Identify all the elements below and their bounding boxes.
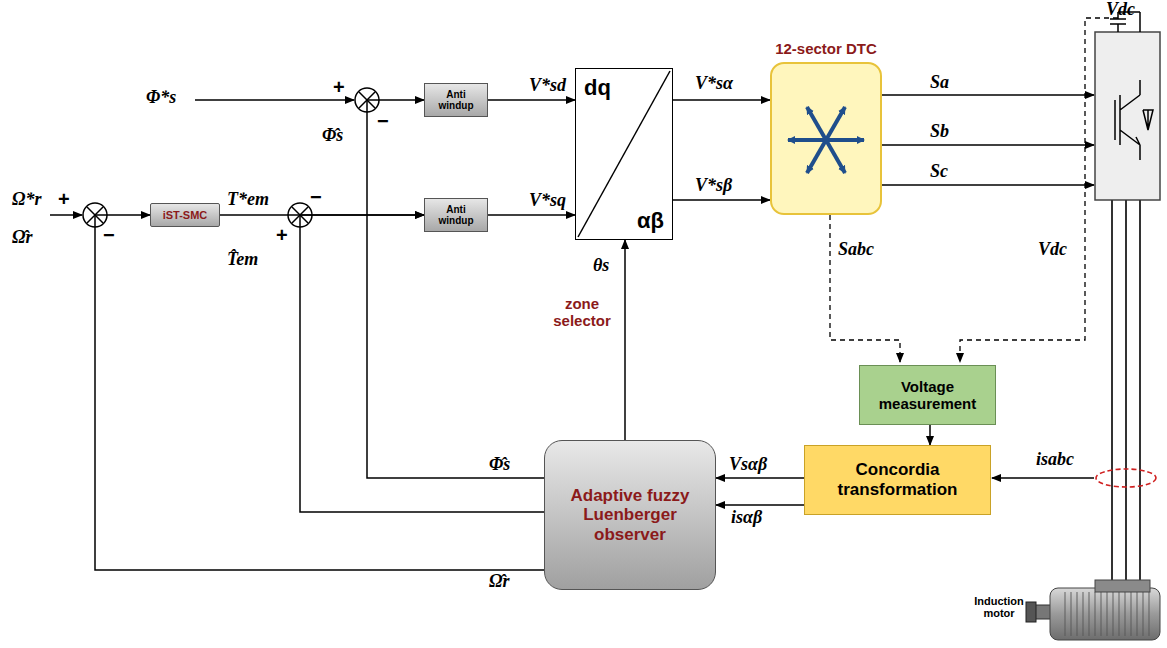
- signal-label: Sa: [930, 73, 949, 93]
- signal-label: T*em: [226, 190, 270, 210]
- signal-label: Induction motor: [970, 595, 1028, 619]
- signal-label: Φ̂s: [488, 455, 511, 475]
- measurement-box: Voltage measurement: [859, 365, 996, 425]
- node-text: Adaptive fuzzy Luenberger observer: [550, 486, 710, 545]
- vector-arrow: [807, 140, 826, 173]
- signal-label: V*sα: [694, 74, 734, 94]
- current-sensor: [1096, 469, 1156, 487]
- sign-label: −: [103, 224, 115, 246]
- note-label: zone selector: [546, 296, 618, 329]
- signal-connector: [716, 504, 804, 506]
- dtc-box: 12-sector DTC: [770, 62, 882, 215]
- vector-arrow: [826, 138, 864, 142]
- vector-arrow: [807, 107, 826, 140]
- signal-connector: [716, 477, 804, 479]
- induction-motor-drawing: [1026, 580, 1160, 640]
- sign-label: +: [276, 224, 288, 246]
- signal-label: θs: [592, 256, 610, 276]
- anti-windup-box: Anti windup: [424, 198, 488, 232]
- signal-connector: [624, 240, 626, 440]
- anti-windup-box: Anti windup: [424, 83, 488, 117]
- signal-connector: [367, 100, 544, 478]
- signal-connector: [488, 214, 575, 216]
- signal-label: Vdc: [1106, 0, 1135, 20]
- signal-label: Ω̂r: [488, 572, 510, 592]
- node-text: dq: [584, 75, 611, 100]
- vector-arrow: [826, 107, 845, 140]
- node-text: iST-SMC: [163, 209, 208, 222]
- reference-inputs: [50, 100, 354, 215]
- signal-label: Sc: [930, 162, 948, 182]
- inverter-symbol: [1095, 12, 1160, 200]
- vector-star-symbol: [788, 107, 864, 173]
- node-text: Voltage measurement: [865, 378, 990, 413]
- signal-label: Φ̂s: [322, 126, 343, 146]
- sign-label: +: [333, 76, 345, 98]
- node-text: Concordia transformation: [810, 460, 985, 499]
- transform-box: Concordia transformation: [804, 445, 991, 515]
- vector-arrow: [788, 138, 826, 142]
- signal-connector: [488, 99, 575, 101]
- signal-connector: [929, 425, 931, 445]
- current-feedback: [992, 477, 1094, 479]
- signal-label: isαβ: [730, 508, 763, 528]
- signal-connector: [673, 99, 770, 101]
- node-text: 12-sector DTC: [775, 40, 877, 57]
- signal-label: Ω̂r: [12, 228, 32, 248]
- summing-junctions: [83, 88, 379, 227]
- transform-box: dq αβ: [575, 68, 673, 240]
- signal-label: isabc: [1036, 450, 1074, 470]
- sign-label: −: [377, 110, 389, 132]
- signal-connector: [95, 215, 544, 570]
- node-text: αβ: [637, 208, 664, 233]
- vector-arrow: [826, 140, 845, 173]
- sign-label: +: [58, 188, 70, 210]
- signal-label: Ω*r: [12, 190, 41, 210]
- switching-signals: [882, 95, 1094, 185]
- node-text: Anti windup: [430, 204, 482, 227]
- motor-cables: [1112, 200, 1140, 588]
- signal-label: Sb: [930, 122, 949, 142]
- signal-label: Sabc: [838, 240, 874, 260]
- observer-box: Adaptive fuzzy Luenberger observer: [544, 440, 716, 590]
- signal-label: V*sd: [528, 76, 567, 96]
- signal-label: T̂em: [226, 250, 259, 270]
- sign-label: −: [310, 186, 322, 208]
- signal-label: Vdc: [1038, 240, 1067, 260]
- signal-label: V*sq: [528, 191, 567, 211]
- signal-label: Vsαβ: [728, 455, 768, 475]
- controller-box: iST-SMC: [150, 203, 220, 227]
- signal-connector: [300, 215, 544, 512]
- signal-connector: [673, 199, 770, 201]
- signal-label: Φ*s: [146, 88, 176, 108]
- node-text: Anti windup: [430, 89, 482, 112]
- signal-label: V*sβ: [694, 176, 733, 196]
- transform-diagonal: [578, 71, 670, 237]
